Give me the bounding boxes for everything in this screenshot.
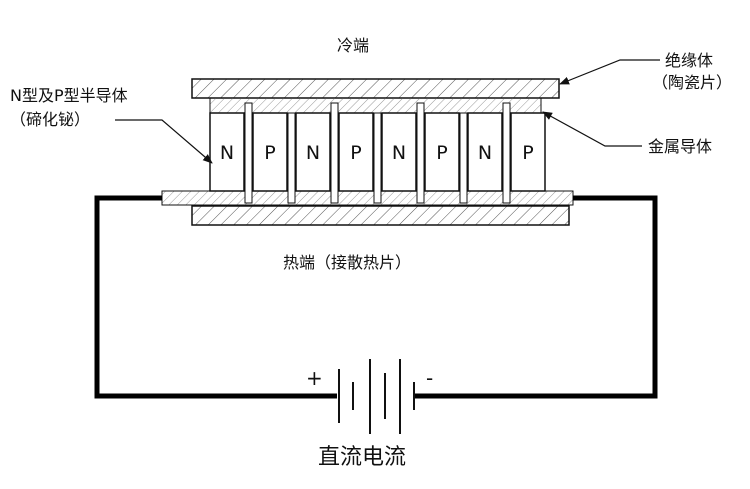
pellet-label-5: N: [392, 142, 406, 164]
arrow-metal: [542, 111, 642, 147]
pellet-n-3: [295, 112, 331, 192]
conductor-bar-7: [502, 102, 511, 204]
metal-conductor-label: 金属导体: [648, 137, 713, 156]
pellet-p-8: [510, 112, 546, 192]
semiconductor-sublabel: （碲化铋）: [10, 110, 91, 129]
pellet-p-4: [338, 112, 374, 192]
pellet-label-8: P: [522, 142, 533, 164]
insulator-sublabel: （陶瓷片）: [652, 73, 733, 92]
cold-ceramic-plate: [191, 78, 560, 99]
pellet-label-6: P: [436, 142, 447, 164]
conductor-bar-6: [459, 112, 468, 204]
hot-metal-strip: [161, 190, 574, 206]
pellet-label-4: P: [350, 142, 361, 164]
semiconductor-label: N型及P型半导体: [10, 86, 128, 105]
pellet-label-3: N: [306, 142, 320, 164]
battery-icon: [338, 359, 415, 434]
conductor-bar-4: [373, 112, 382, 204]
pellet-p-6: [424, 112, 460, 192]
cold-metal-strip: [209, 97, 542, 114]
pellet-p-2: [252, 112, 288, 192]
conductor-bar-5: [416, 102, 425, 204]
hot-ceramic-plate: [191, 205, 570, 226]
left-wire: [94, 195, 337, 399]
insulator-label: 绝缘体: [665, 51, 714, 70]
cold-end-label: 冷端: [337, 36, 370, 55]
pellet-n-1: [209, 112, 245, 192]
right-wire: [414, 195, 658, 399]
pellet-n-5: [381, 112, 417, 192]
conductor-bars: [244, 102, 511, 204]
conductor-bar-3: [330, 102, 339, 204]
arrow-insulator: [559, 59, 660, 85]
conductor-bar-2: [287, 112, 296, 204]
pellet-label-1: N: [220, 142, 234, 164]
arrow-semiconductor: [115, 119, 213, 164]
plus-sign: +: [306, 366, 323, 390]
pellet-n-7: [467, 112, 503, 192]
hot-end-label: 热端（接散热片）: [283, 253, 412, 272]
dc-current-label: 直流电流: [318, 445, 407, 470]
pellet-label-2: P: [264, 142, 275, 164]
minus-sign: -: [426, 366, 434, 390]
conductor-bar-1: [244, 102, 253, 204]
pellet-label-7: N: [478, 142, 492, 164]
